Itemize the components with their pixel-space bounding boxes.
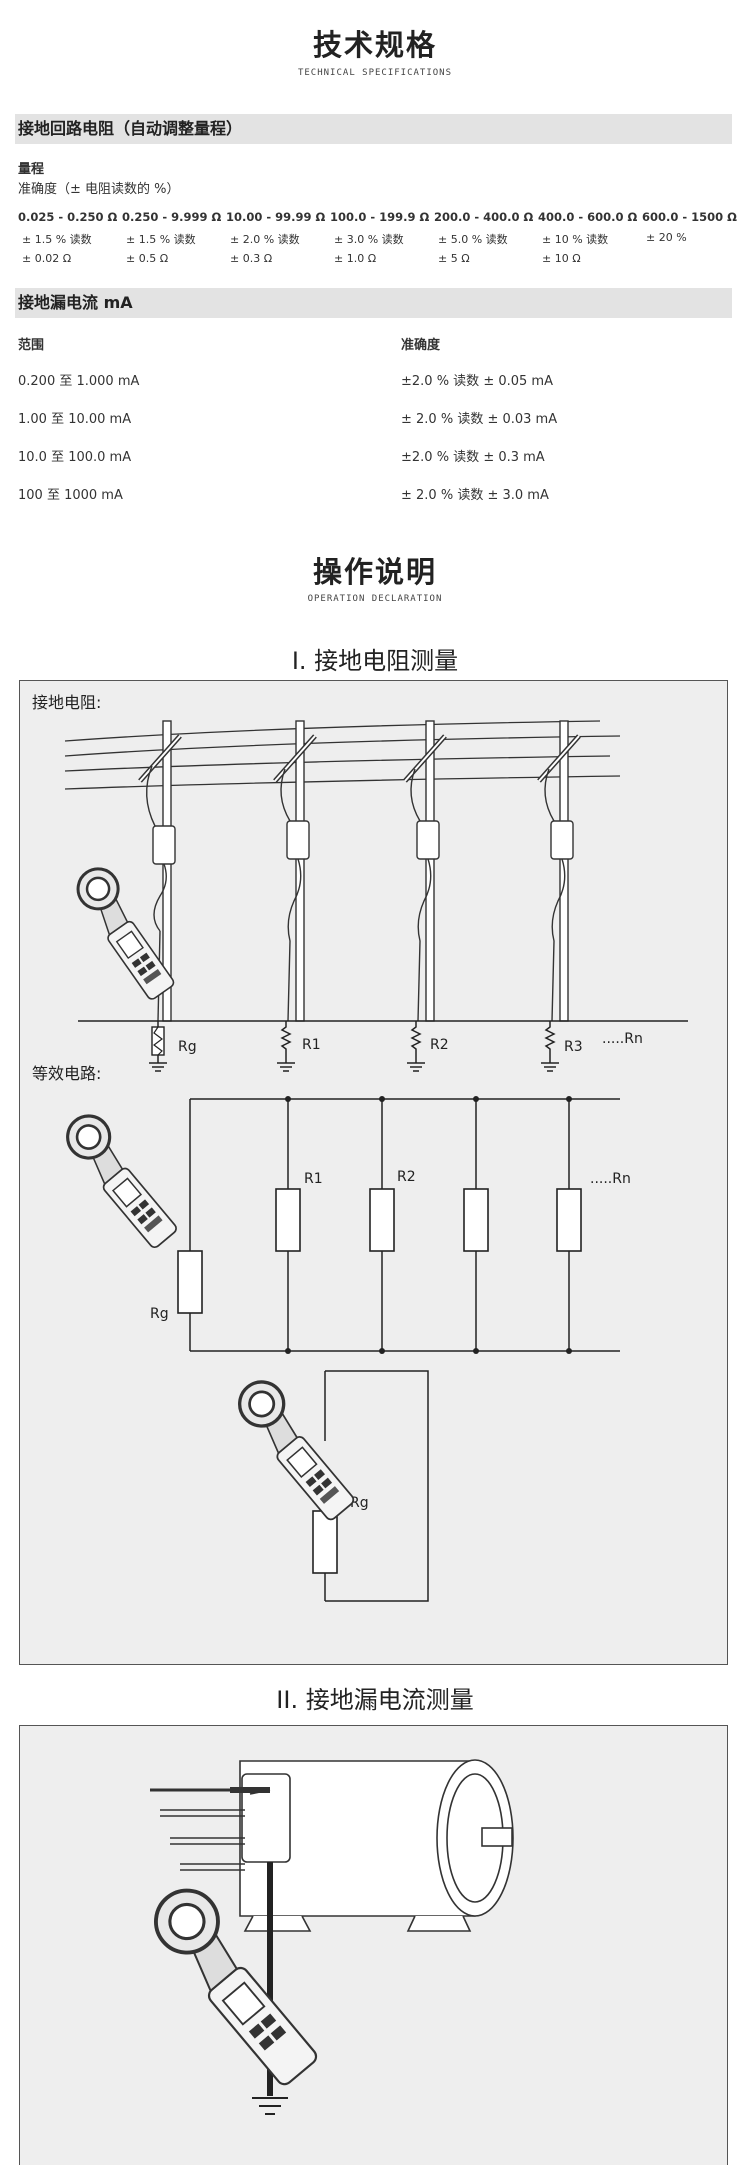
- ground-icon: [252, 2097, 288, 2115]
- motor: [239, 1759, 514, 1932]
- accuracy-cell: ± 1.5 % 读数: [22, 233, 92, 246]
- res-label-r1: R1: [302, 1037, 321, 1053]
- clamp-tester-2: [56, 1105, 189, 1251]
- accuracy-cell: ± 1.5 % 读数: [126, 233, 196, 246]
- clamp-tester-leakage: [154, 1888, 318, 2086]
- section2-heading: II. 接地漏电流测量: [276, 1686, 474, 1714]
- clamp-tester-3: [228, 1371, 367, 1524]
- equiv-label: 等效电路:: [32, 1064, 101, 1083]
- offset-cell: ± 0.02 Ω: [22, 252, 72, 265]
- accuracy-cell: ± 5.0 % 读数: [438, 233, 508, 246]
- operation-subtitle: OPERATION DECLARATION: [307, 594, 443, 604]
- range-cell: 0.250 - 9.999 Ω: [122, 210, 222, 224]
- range-cell: 100.0 - 199.9 Ω: [330, 210, 430, 224]
- leakage-col-range: 范围: [18, 338, 45, 353]
- res-label-r2: R2: [430, 1037, 449, 1053]
- res-label-rn: .....Rn: [602, 1031, 643, 1047]
- leakage-range-cell: 1.00 至 10.00 mA: [18, 412, 132, 427]
- spec-subtitle: TECHNICAL SPECIFICATIONS: [297, 68, 453, 78]
- pole-1: [138, 720, 182, 1022]
- equiv-label-rg: Rg: [150, 1306, 169, 1322]
- equiv-label-r1: R1: [304, 1171, 323, 1187]
- leakage-col-accuracy: 准确度: [401, 338, 441, 353]
- ground-label: 接地电阻:: [32, 693, 101, 712]
- offset-cell: ± 5 Ω: [438, 252, 470, 265]
- res-label-r3: R3: [564, 1039, 583, 1055]
- leakage-accuracy-cell: ±2.0 % 读数 ± 0.05 mA: [401, 374, 553, 389]
- offset-cell: ± 10 Ω: [542, 252, 581, 265]
- equivalent-circuit: [189, 1098, 620, 1352]
- accuracy-cell: ± 2.0 % 读数: [230, 233, 300, 246]
- leakage-accuracy-cell: ± 2.0 % 读数 ± 3.0 mA: [401, 488, 549, 503]
- leakage-header: 接地漏电流 mA: [15, 288, 732, 318]
- single-loop-label-rg: Rg: [350, 1495, 369, 1511]
- leakage-accuracy-cell: ± 2.0 % 读数 ± 0.03 mA: [401, 412, 558, 427]
- equiv-label-r2: R2: [397, 1169, 416, 1185]
- leakage-accuracy-cell: ±2.0 % 读数 ± 0.3 mA: [401, 450, 545, 465]
- equiv-label-rn: .....Rn: [590, 1171, 631, 1187]
- range-cell: 600.0 - 1500 Ω: [642, 210, 737, 224]
- leakage-range-cell: 0.200 至 1.000 mA: [18, 374, 140, 389]
- leakage-diagram: [150, 1759, 514, 2115]
- offset-cell: ± 1.0 Ω: [334, 252, 377, 265]
- accuracy-cell: ± 10 % 读数: [542, 233, 609, 246]
- leakage-range-cell: 10.0 至 100.0 mA: [18, 450, 132, 465]
- pole-4: [537, 720, 581, 1022]
- accuracy-cell: ± 20 %: [646, 231, 687, 244]
- accuracy-label: 准确度（± 电阻读数的 %）: [18, 182, 180, 197]
- accuracy-cell: ± 3.0 % 读数: [334, 233, 404, 246]
- pole-3: [403, 720, 447, 1022]
- pole-2: [273, 720, 317, 1022]
- offset-cell: ± 0.3 Ω: [230, 252, 273, 265]
- spec-title: 技术规格: [312, 28, 437, 62]
- ground-resistance-diagram: 接地电阻:: [32, 693, 688, 1602]
- range-cell: 0.025 - 0.250 Ω: [18, 210, 118, 224]
- section1-heading: I. 接地电阻测量: [291, 647, 459, 675]
- cables: [150, 1787, 271, 1871]
- range-cell: 10.00 - 99.99 Ω: [226, 210, 326, 224]
- range-cell: 400.0 - 600.0 Ω: [538, 210, 638, 224]
- ground-resistance-panel: 接地电阻:: [19, 680, 728, 1665]
- leakage-range-cell: 100 至 1000 mA: [18, 488, 123, 503]
- range-cell: 200.0 - 400.0 Ω: [434, 210, 534, 224]
- res-label-rg: Rg: [178, 1039, 197, 1055]
- range-label: 量程: [18, 162, 45, 177]
- resistance-header: 接地回路电阻（自动调整量程）: [15, 114, 732, 144]
- operation-title: 操作说明: [312, 555, 437, 589]
- leakage-panel: [19, 1725, 728, 2165]
- offset-cell: ± 0.5 Ω: [126, 252, 169, 265]
